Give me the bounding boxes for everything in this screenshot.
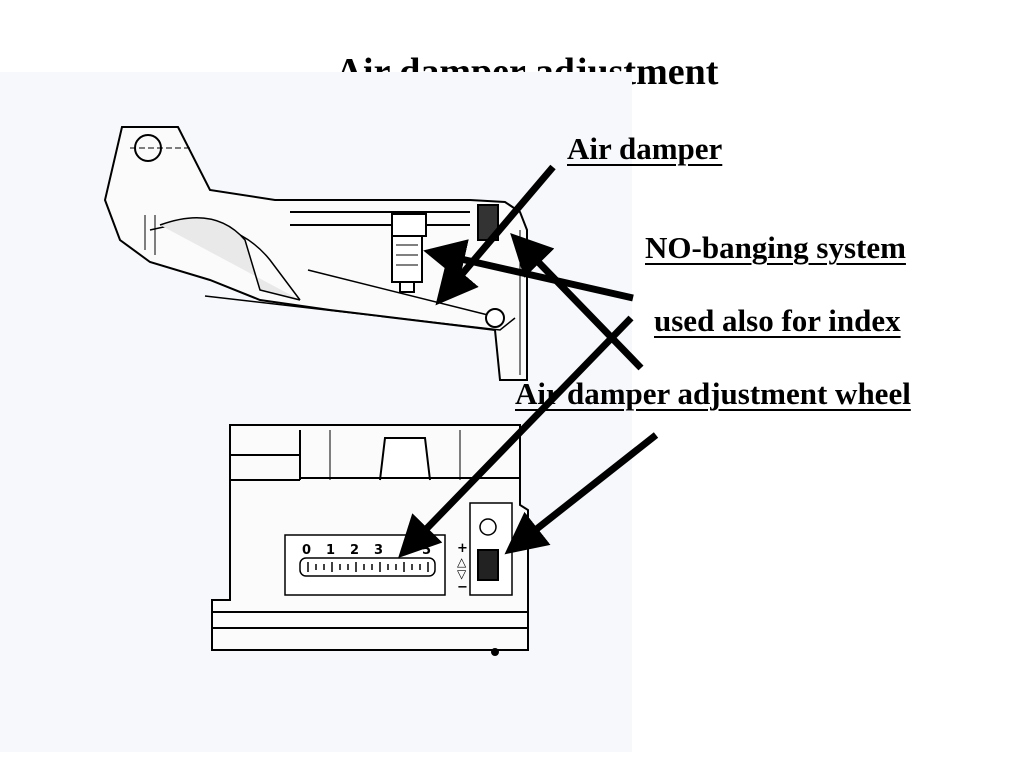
pointer-arrows (398, 164, 659, 559)
scale-number-2: 2 (350, 543, 359, 558)
scale-number-1: 1 (326, 543, 335, 558)
scale-ticks (307, 562, 429, 572)
label-used-for-index: used also for index (654, 303, 901, 338)
lower-housing (211, 424, 529, 656)
scale-number-5: 5 (422, 543, 431, 558)
minus-sign: − (457, 580, 468, 595)
label-no-banging-system: NO-banging system (645, 230, 906, 265)
label-air-damper: Air damper (567, 131, 723, 166)
scale-number-3: 3 (374, 543, 383, 558)
upper-housing (103, 126, 528, 381)
plus-sign: + (457, 541, 468, 556)
up-triangle-icon: △ (457, 555, 467, 569)
scale-number-0: 0 (302, 543, 311, 558)
label-adjustment-wheel: Air damper adjustment wheel (515, 376, 911, 411)
down-triangle-icon: ▽ (457, 567, 467, 581)
arrow-adjustment-wheel (504, 432, 659, 555)
arrow-index (398, 315, 634, 559)
arrow-no-banging-2 (510, 232, 644, 371)
